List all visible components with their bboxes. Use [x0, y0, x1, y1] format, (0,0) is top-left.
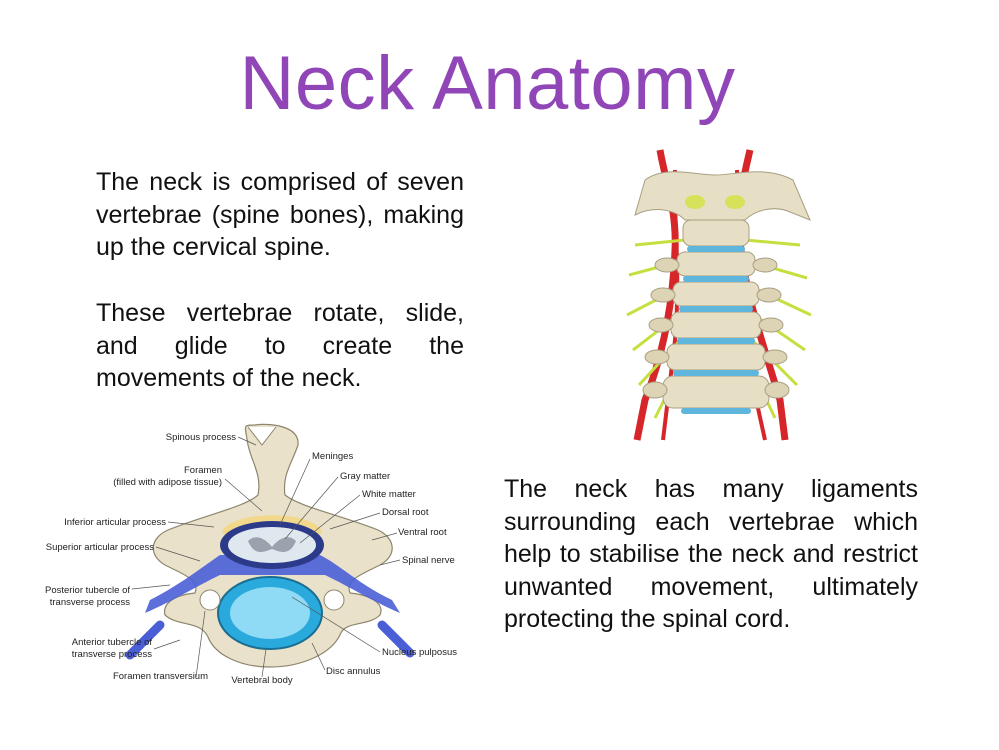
label-foramen-transversium: Foramen transversium [113, 671, 208, 682]
label-anterior-tubercle-detail: transverse process [72, 649, 153, 660]
paragraph-movement: These vertebrae rotate, slide, and glide… [96, 299, 464, 392]
label-disc-annulus: Disc annulus [326, 666, 381, 677]
label-ventral-root: Ventral root [398, 527, 447, 538]
label-spinal-nerve: Spinal nerve [402, 555, 455, 566]
label-foramen: Foramen [184, 465, 222, 476]
label-vertebral-body: Vertebral body [231, 675, 293, 686]
label-white-matter: White matter [362, 489, 416, 500]
cervical-spine-illustration [626, 149, 812, 441]
label-spinous-process: Spinous process [166, 432, 236, 443]
paragraph-ligaments: The neck has many ligaments surrounding … [504, 475, 918, 633]
vertebra-cross-section-diagram: Spinous process Foramen (filled with adi… [45, 423, 457, 686]
label-foramen-detail: (filled with adipose tissue) [113, 477, 222, 488]
label-gray-matter: Gray matter [340, 471, 390, 482]
label-meninges: Meninges [312, 451, 353, 462]
slide-title: Neck Anatomy [239, 41, 736, 126]
label-posterior-tubercle-detail: transverse process [50, 597, 131, 608]
label-anterior-tubercle: Anterior tubercle of [72, 637, 153, 648]
paragraph-vertebrae: The neck is comprised of seven vertebrae… [96, 168, 464, 261]
label-superior-articular: Superior articular process [46, 542, 154, 553]
label-posterior-tubercle: Posterior tubercle of [45, 585, 130, 596]
label-nucleus-pulposus: Nucleus pulposus [382, 647, 457, 658]
label-inferior-articular: Inferior articular process [64, 517, 166, 528]
label-dorsal-root: Dorsal root [382, 507, 429, 518]
